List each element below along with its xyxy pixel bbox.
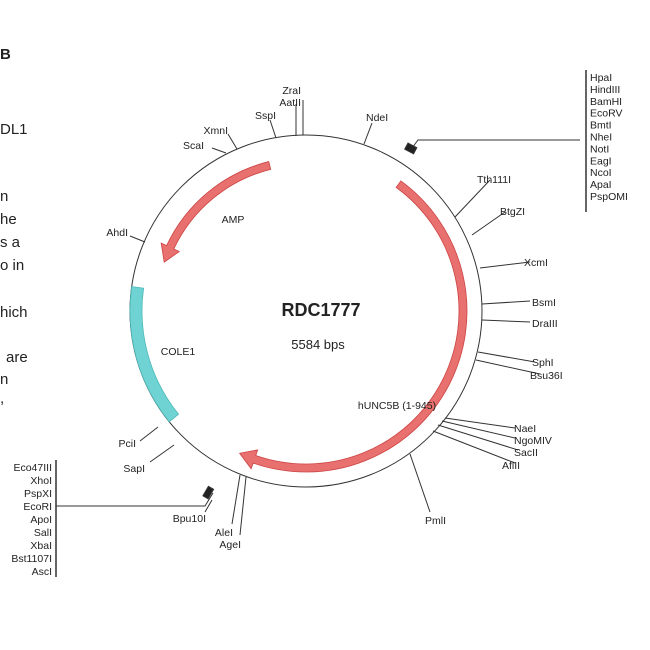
- side-text-line: o in: [0, 257, 25, 274]
- site-label: SspI: [255, 110, 276, 122]
- site-label: Bpu10I: [173, 513, 206, 525]
- mcs-site-label: ApoI: [30, 514, 52, 526]
- site-label: DraIII: [532, 318, 558, 330]
- side-text-line: he: [0, 211, 17, 228]
- site-label: Bsu36I: [530, 370, 563, 382]
- site-label: BtgZI: [500, 206, 525, 218]
- site-label: PmlI: [425, 515, 446, 527]
- site-label: AflII: [502, 460, 520, 472]
- plasmid-name: RDC1777: [281, 300, 360, 320]
- mcs-site-label: AscI: [32, 566, 52, 578]
- mcs-site-label: ApaI: [590, 179, 612, 191]
- mcs-site-label: HpaI: [590, 72, 612, 84]
- feature-arc-cole1: [129, 286, 180, 423]
- mcs-site-label: SalI: [34, 527, 52, 539]
- side-text-line: DL1: [0, 121, 28, 138]
- mcs-right-list: HpaIHindIIIBamHIEcoRVBmtINheINotIEagINco…: [590, 72, 628, 203]
- site-labels: ZraI AatII SspI XmnI ScaI NdeI AhdI Tth1…: [106, 85, 562, 551]
- site-label: ScaI: [183, 140, 204, 152]
- mcs-site-label: NheI: [590, 132, 612, 144]
- feature-arc-hunc5b: [238, 180, 468, 473]
- site-label: NdeI: [366, 112, 388, 124]
- site-label: PciI: [118, 438, 136, 450]
- site-label: SphI: [532, 357, 554, 369]
- mcs-site-label: BmtI: [590, 120, 612, 132]
- site-label: ZraI: [282, 85, 301, 97]
- mcs-site-label: EcoRI: [23, 501, 52, 513]
- mcs-site-label: XhoI: [30, 475, 52, 487]
- side-text-line: hich: [0, 304, 28, 321]
- mcs-site-label: NcoI: [590, 167, 612, 179]
- site-label: BsmI: [532, 297, 556, 309]
- site-label: SacII: [514, 447, 538, 459]
- site-ticks: [129, 100, 541, 536]
- feature-label: AMP: [222, 214, 245, 226]
- side-text-line: are: [6, 349, 28, 366]
- feature-arc-amp: [160, 161, 272, 263]
- mcs-site-label: NotI: [590, 143, 609, 155]
- side-text-line: ,: [0, 390, 5, 407]
- mcs-site-label: Bst1107I: [11, 553, 52, 565]
- side-text-line: n: [0, 371, 9, 388]
- site-label: XcmI: [524, 257, 548, 269]
- site-label: NgoMIV: [514, 435, 552, 447]
- mcs-left-list: Eco47IIIXhoIPspXIEcoRIApoISalIXbaIBst110…: [11, 462, 52, 578]
- mcs-site-label: PspOMI: [590, 191, 628, 203]
- side-text-line: s a: [0, 234, 21, 251]
- site-label: Tth111I: [477, 174, 511, 186]
- mcs-leaders: [55, 70, 587, 577]
- site-label: SapI: [123, 463, 145, 475]
- site-label: AleI: [215, 527, 233, 539]
- mcs-site-label: HindIII: [590, 84, 620, 96]
- mcs-site-label: Eco47III: [13, 462, 52, 474]
- mcs-site-label: PspXI: [24, 488, 52, 500]
- side-text-line: B: [0, 46, 11, 63]
- mcs-site-label: XbaI: [30, 540, 52, 552]
- site-label: AgeI: [219, 539, 241, 551]
- site-label: XmnI: [203, 125, 228, 137]
- feature-label: COLE1: [161, 346, 196, 358]
- mcs-site-label: EagI: [590, 155, 612, 167]
- site-label: AatII: [279, 97, 301, 109]
- site-label: NaeI: [514, 423, 536, 435]
- mcs-site-label: EcoRV: [590, 108, 623, 120]
- mcs-site-label: BamHI: [590, 96, 622, 108]
- side-text-line: n: [0, 188, 9, 205]
- feature-label: hUNC5B (1-945): [358, 400, 436, 412]
- plasmid-length: 5584 bps: [291, 337, 345, 352]
- site-label: AhdI: [106, 227, 128, 239]
